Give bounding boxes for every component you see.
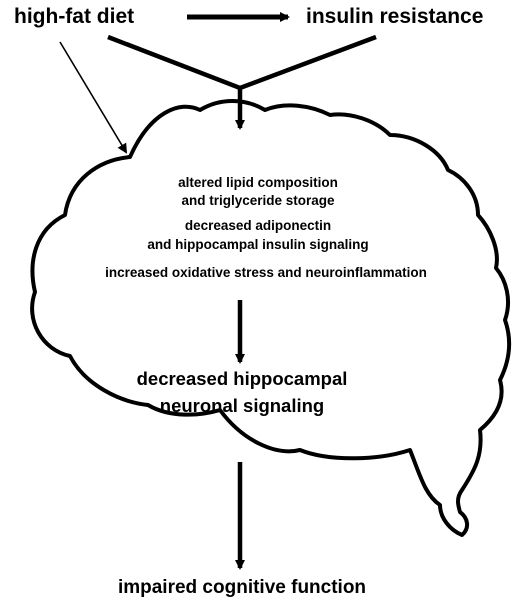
impaired-cognitive-function-label: impaired cognitive function bbox=[117, 577, 367, 598]
lipid-effect-line2: and triglyceride storage bbox=[181, 193, 335, 208]
diet-to-brain-arrow bbox=[59, 41, 128, 154]
oxidative-stress-effect: increased oxidative stress and neuroinfl… bbox=[105, 265, 427, 280]
adiponectin-effect-line2: and hippocampal insulin signaling bbox=[147, 237, 369, 252]
adiponectin-effect-line1: decreased adiponectin bbox=[184, 218, 332, 233]
insulin-resistance-label: insulin resistance bbox=[306, 5, 484, 28]
lipid-effect-line1: altered lipid composition bbox=[178, 175, 338, 190]
converging-lines bbox=[107, 34, 377, 91]
decreased-signaling-line2: neuronal signaling bbox=[159, 395, 325, 416]
brain-outline bbox=[30, 99, 512, 537]
high-fat-diet-label: high-fat diet bbox=[14, 5, 135, 28]
decreased-signaling-line1: decreased hippocampal bbox=[136, 368, 348, 389]
